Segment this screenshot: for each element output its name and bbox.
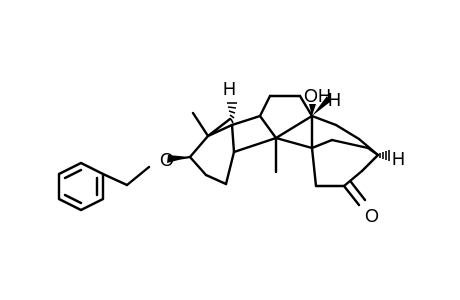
wedge-bond-h <box>312 96 330 116</box>
bicyclic-cage <box>274 114 380 188</box>
hashed-bond-top-left <box>227 102 237 124</box>
h-right-label: H <box>392 149 405 169</box>
ketone-oxygen-label: O <box>365 206 379 226</box>
wedge-bond-ether <box>167 155 190 163</box>
benzene-ring <box>57 161 105 212</box>
ketone-double-bond <box>342 180 367 207</box>
h-top-right-label: H <box>328 90 341 110</box>
ring-b <box>230 94 314 154</box>
benzyl-linker <box>101 155 192 187</box>
ring-a <box>188 111 236 186</box>
hydroxyl-label: OH <box>304 86 331 106</box>
ether-oxygen-label: O <box>160 150 174 170</box>
hashed-bond-right <box>379 150 390 161</box>
wedge-bond-hydroxyl <box>309 104 316 116</box>
h-top-left-label: H <box>223 79 236 99</box>
